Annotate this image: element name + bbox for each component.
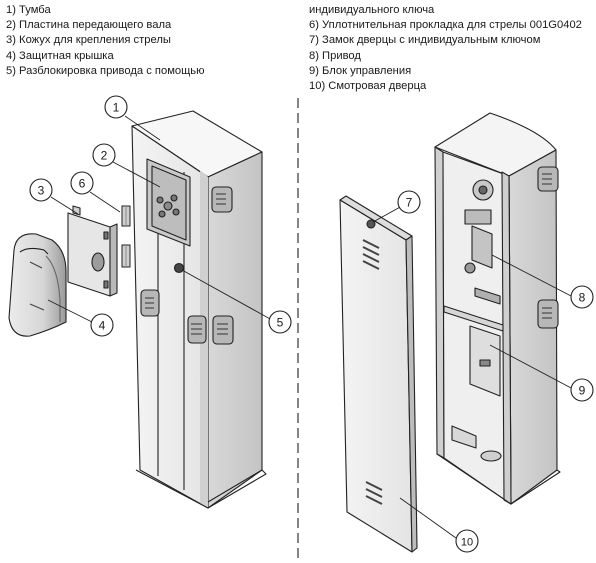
legend-item-10: 10) Смотровая дверца bbox=[309, 80, 427, 93]
callout-10-label: 10 bbox=[461, 537, 473, 549]
callout-7-label: 7 bbox=[406, 196, 413, 210]
callout-4: 4 bbox=[90, 313, 114, 337]
legend-right: индивидуального ключа 6) Уплотнительная … bbox=[309, 3, 582, 94]
callout-3: 3 bbox=[29, 178, 53, 202]
leader-lines bbox=[47, 115, 574, 539]
legend-item-4: 4) Защитная крышка bbox=[6, 49, 114, 62]
callout-7: 7 bbox=[397, 190, 421, 214]
legend-item-3: 3) Кожух для крепления стрелы bbox=[6, 34, 171, 47]
inspection-door bbox=[339, 195, 418, 553]
callout-5-label: 5 bbox=[277, 316, 284, 330]
barrier-cabinet-open bbox=[434, 112, 561, 505]
callout-5: 5 bbox=[268, 310, 292, 334]
callout-1: 1 bbox=[104, 95, 128, 119]
legend-item-9: 9) Блок управления bbox=[309, 64, 412, 77]
legend-item-8: 8) Привод bbox=[309, 49, 361, 62]
callout-9-label: 9 bbox=[579, 384, 586, 398]
boom-bracket bbox=[67, 205, 118, 297]
callout-8: 8 bbox=[570, 285, 594, 309]
callout-9: 9 bbox=[570, 378, 594, 402]
callout-3-label: 3 bbox=[38, 184, 45, 198]
legend-item-5: 5) Разблокировка привода с помощью bbox=[6, 64, 205, 77]
callout-2: 2 bbox=[92, 143, 116, 167]
legend-left: 1) Тумба 2) Пластина передающего вала 3)… bbox=[6, 3, 205, 79]
legend-item-5-continued: индивидуального ключа bbox=[309, 4, 435, 16]
callout-1-label: 1 bbox=[113, 101, 120, 115]
callout-10: 10 bbox=[455, 529, 479, 553]
barrier-cabinet-closed bbox=[131, 110, 267, 509]
protective-cover bbox=[8, 233, 67, 337]
legend-item-7: 7) Замок дверцы с индивидуальным ключом bbox=[309, 34, 541, 47]
legend-item-1: 1) Тумба bbox=[6, 4, 51, 16]
callout-4-label: 4 bbox=[99, 319, 106, 333]
callout-2-label: 2 bbox=[101, 149, 108, 163]
sealing-gaskets bbox=[121, 205, 131, 268]
callout-6: 6 bbox=[70, 171, 94, 195]
legend-item-6: 6) Уплотнительная прокладка для стрелы 0… bbox=[309, 19, 582, 32]
callout-8-label: 8 bbox=[579, 291, 586, 305]
callout-6-label: 6 bbox=[79, 177, 86, 191]
legend-item-2: 2) Пластина передающего вала bbox=[6, 19, 172, 32]
